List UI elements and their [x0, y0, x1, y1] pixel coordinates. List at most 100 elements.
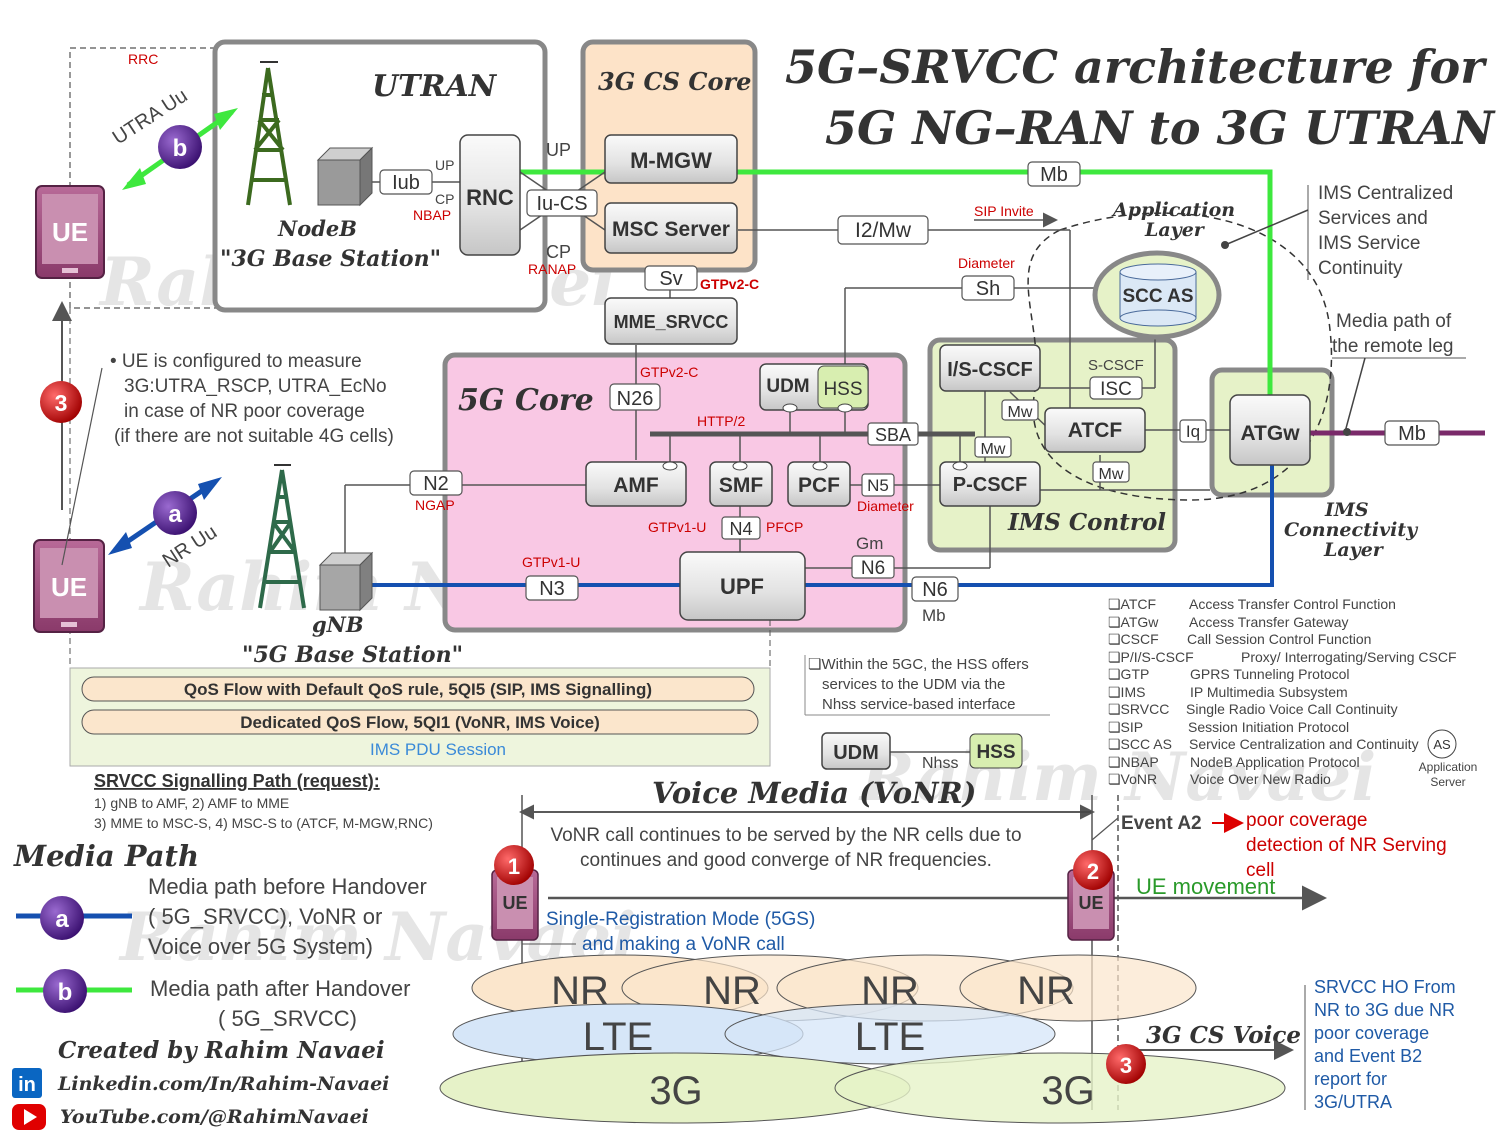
svg-text:poor coverage: poor coverage: [1314, 1023, 1429, 1043]
svg-text:CP: CP: [546, 242, 571, 262]
ims-connectivity-label-2: Connectivity: [1284, 519, 1419, 541]
nr-uu-arrowhead-2: [198, 477, 222, 500]
interface-labels: Iub Iu-CS Sv Mb I2/Mw Sh ISC Mw Mw Mw Iq…: [379, 161, 1440, 772]
cell-ellipses: [439, 954, 1286, 1124]
single-reg-2: and making a VoNR call: [582, 934, 785, 955]
svg-text:3: 3: [1120, 1053, 1132, 1078]
poor-coverage-3: cell: [1246, 860, 1275, 881]
cell-3g-2: 3G: [1041, 1069, 1094, 1113]
svg-text:IP Multimedia Subsystem: IP Multimedia Subsystem: [1190, 684, 1348, 700]
ims-services-note: IMS Centralized Services and IMS Service…: [1221, 183, 1453, 280]
created-by: Created by Rahim Navaei: [58, 1037, 385, 1064]
cell-nr-3: NR: [861, 969, 919, 1013]
is-cscf-node: [939, 344, 1041, 392]
svg-text:• UE is configured to measure: • UE is configured to measure: [110, 351, 362, 372]
cell-nr-2: NR: [703, 969, 761, 1013]
svg-text:Application: Application: [1419, 760, 1478, 774]
core-5g-label: 5G Core: [458, 383, 594, 418]
svg-text:❏ATGw: ❏ATGw: [1108, 614, 1159, 630]
svg-text:a: a: [55, 906, 69, 933]
svg-text:Service Centralization and Con: Service Centralization and Continuity: [1189, 736, 1419, 752]
as-badge: AS Application Server: [1419, 729, 1478, 789]
legend-before-2: ( 5G_SRVCC), VoNR or: [148, 904, 382, 929]
svg-text:Mw: Mw: [1008, 404, 1033, 421]
ue-movement-label: UE movement: [1136, 874, 1275, 899]
atgw-node: [1229, 394, 1311, 466]
svg-text:❏IMS: ❏IMS: [1108, 684, 1145, 700]
hss-mini-node: [969, 733, 1023, 769]
svg-text:UP: UP: [435, 157, 454, 173]
svg-text:❏CSCF: ❏CSCF: [1108, 631, 1159, 647]
svg-text:b: b: [173, 135, 188, 162]
svg-text:Single Radio Voice Call Contin: Single Radio Voice Call Continuity: [1186, 701, 1398, 717]
upf-node: [679, 551, 806, 621]
svg-text:GTPv1-U: GTPv1-U: [522, 554, 580, 570]
step-2-badge: 2: [1073, 850, 1113, 890]
svg-text:SBA: SBA: [875, 425, 911, 445]
svg-text:Media path of: Media path of: [1336, 311, 1452, 332]
svg-text:the remote leg: the remote leg: [1332, 336, 1453, 357]
svg-text:❏Within the 5GC, the HSS offer: ❏Within the 5GC, the HSS offers: [808, 656, 1029, 673]
gnb-label: gNB: [312, 612, 364, 637]
mmgw-node: [604, 134, 738, 184]
svg-text:NGAP: NGAP: [415, 497, 455, 513]
utran-label: UTRAN: [372, 69, 498, 104]
svg-text:Mb: Mb: [1398, 423, 1426, 445]
svg-text:3: 3: [55, 390, 68, 416]
pdu-session-label: IMS PDU Session: [370, 740, 506, 759]
default-qos-flow-label: QoS Flow with Default QoS rule, 5QI5 (SI…: [184, 680, 652, 699]
svg-text:S-CSCF: S-CSCF: [1088, 357, 1144, 374]
atcf-node: [1044, 407, 1146, 453]
svg-text:Services and: Services and: [1318, 208, 1428, 229]
smf-label: SMF: [719, 474, 764, 497]
linkedin-icon: [12, 1068, 42, 1098]
svg-text:UE: UE: [51, 572, 87, 602]
event-a2-pointer: [1091, 817, 1119, 841]
hss-label: HSS: [823, 379, 862, 400]
cs-core-label: 3G CS Core: [598, 67, 751, 96]
svg-text:UP: UP: [546, 140, 571, 160]
svg-text:Nhss service-based interface: Nhss service-based interface: [822, 696, 1015, 713]
srvcc-path-line2: 3) MME to MSC-S, 4) MSC-S to (ATCF, M-MG…: [94, 815, 433, 831]
svg-text:❏GTP: ❏GTP: [1108, 666, 1149, 682]
ims-connectivity-label: IMS: [1324, 499, 1369, 521]
hss-mini-label: HSS: [976, 742, 1015, 763]
svg-text:GTPv2-C: GTPv2-C: [640, 364, 698, 380]
media-path-title: Media Path: [13, 839, 199, 873]
rrc-label: RRC: [128, 51, 158, 67]
svg-text:CP: CP: [435, 191, 454, 207]
linkedin-link[interactable]: Linkedin.com/In/Rahim-Navaei: [57, 1073, 389, 1095]
svg-text:RANAP: RANAP: [528, 261, 576, 277]
srvcc-path-line1: 1) gNB to AMF, 2) AMF to MME: [94, 795, 289, 811]
application-layer-label: Application: [1111, 199, 1235, 221]
cell-nr-4: NR: [1017, 969, 1075, 1013]
legend-after-2: ( 5G_SRVCC): [218, 1006, 357, 1031]
youtube-link[interactable]: YouTube.com/@RahimNavaei: [60, 1106, 369, 1128]
svg-text:GTPv2-C: GTPv2-C: [700, 276, 759, 292]
single-reg-1: Single-Registration Mode (5GS): [546, 909, 815, 930]
svg-text:ISC: ISC: [1100, 379, 1132, 400]
legend-before-3: Voice over 5G System): [148, 934, 373, 959]
amf-label: AMF: [613, 474, 659, 497]
badge-b-top: b: [158, 125, 202, 169]
gnb-tower-icon: [258, 464, 306, 609]
is-cscf-label: I/S-CSCF: [947, 359, 1033, 381]
nodeb-desc: "3G Base Station": [220, 246, 441, 272]
upf-label: UPF: [720, 574, 764, 599]
badge-a-legend: a: [40, 896, 84, 940]
rnc-label: RNC: [466, 185, 514, 210]
step-3-left: 3: [40, 381, 82, 423]
svg-text:N4: N4: [729, 519, 752, 539]
svg-text:Call Session Control Function: Call Session Control Function: [1187, 631, 1371, 647]
nodeb-label: NodeB: [277, 216, 357, 241]
svg-text:Sv: Sv: [659, 268, 682, 290]
cell-nr-1: NR: [551, 969, 609, 1013]
svg-text:2: 2: [1087, 859, 1099, 884]
cell-lte-2: LTE: [855, 1015, 925, 1059]
ho-note: SRVCC HO From NR to 3G due NR poor cover…: [1314, 977, 1456, 1112]
ue-bottom: UE: [33, 539, 105, 633]
step-1-badge: 1: [494, 845, 534, 885]
legend-after-1: Media path after Handover: [150, 976, 411, 1001]
